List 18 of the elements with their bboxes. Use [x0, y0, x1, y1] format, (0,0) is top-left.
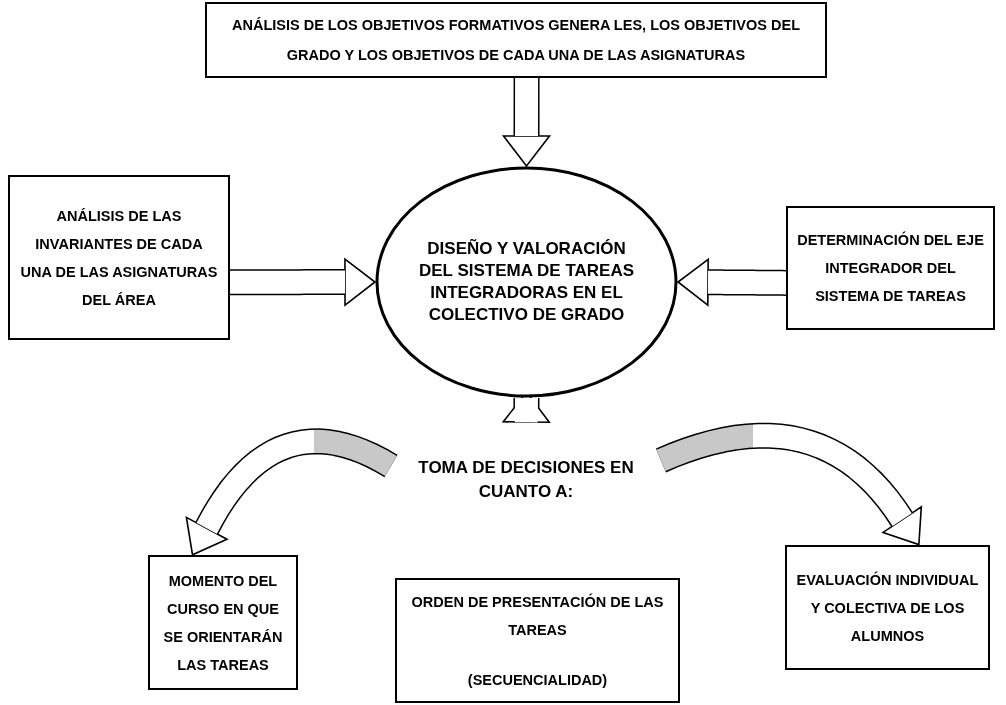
- process-box: [205, 2, 827, 78]
- central-ellipse: [375, 166, 678, 398]
- node-text: ANÁLISIS DE LAS INVARIANTES DE CADA UNA DE LAS ASIGNATURAS DEL ÁREA: [19, 206, 219, 310]
- node-text: DISEÑO Y VALORACIÓN DEL SISTEMA DE TAREAS INTEGRADORAS EN EL COLECTIVO DE GRADO: [417, 238, 635, 326]
- curved-block-arrow: [655, 422, 923, 546]
- curved-block-arrow: [185, 428, 398, 556]
- process-box: [148, 555, 298, 690]
- node-text: DETERMINACIÓN DEL EJE INTEGRADOR DEL SISTEMA DE TAREAS: [796, 230, 985, 306]
- process-box: [785, 545, 990, 670]
- node-text: ORDEN DE PRESENTACIÓN DE LAS TAREAS: [410, 592, 665, 640]
- node-text: EVALUACIÓN INDIVIDUAL Y COLECTIVA DE LOS ALUMNOS: [795, 570, 980, 646]
- node-text: MOMENTO DEL CURSO EN QUE SE ORIENTARÁN LAS TAREAS: [162, 571, 284, 675]
- process-box: [8, 175, 230, 340]
- node-text: ANÁLISIS DE LOS OBJETIVOS FORMATIVOS GENERA LES, LOS OBJETIVOS DEL GRADO Y LOS OBJETIVOS DE CADA UNA DE LAS ASIGNATURAS: [231, 16, 801, 65]
- node-text: (SECUENCIALIDAD): [467, 670, 608, 690]
- process-box: [786, 206, 995, 330]
- process-box: [395, 578, 680, 703]
- node-text: TOMA DE DECISIONES EN CUANTO A:: [417, 457, 635, 503]
